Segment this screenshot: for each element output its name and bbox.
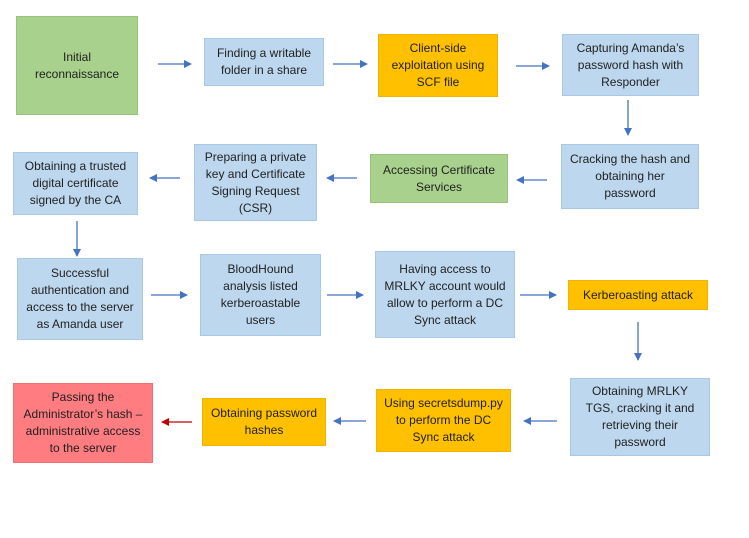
step-crack-hash: Cracking the hash and obtaining her pass… (561, 144, 699, 209)
step-label: Obtaining MRLKY TGS, cracking it and ret… (585, 384, 695, 449)
step-label: Using secretsdump.py to perform the DC S… (384, 396, 503, 444)
step-label: Cracking the hash and obtaining her pass… (569, 152, 691, 200)
step-certificate-services: Accessing Certificate Services (370, 154, 508, 203)
step-label: Successful authentication and access to … (26, 266, 134, 331)
step-scf-exploitation: Client-side exploitation using SCF file (378, 34, 498, 97)
step-mrlky-tgs: Obtaining MRLKY TGS, cracking it and ret… (570, 378, 710, 456)
step-password-hashes: Obtaining password hashes (202, 398, 326, 446)
step-kerberoasting: Kerberoasting attack (568, 280, 708, 310)
step-label: Obtaining password hashes (210, 406, 318, 437)
step-label: Accessing Certificate Services (382, 162, 496, 194)
step-label: Kerberoasting attack (582, 287, 694, 302)
step-label: Preparing a private key and Certificate … (204, 149, 307, 215)
step-bloodhound-analysis: BloodHound analysis listed kerberoastabl… (200, 254, 321, 336)
step-trusted-certificate: Obtaining a trusted digital certificate … (13, 152, 138, 215)
step-label: Client-side exploitation using SCF file (391, 41, 485, 89)
step-label: BloodHound analysis listed kerberoastabl… (220, 262, 301, 327)
step-authentication-access: Successful authentication and access to … (17, 258, 143, 340)
step-label: Finding a writable folder in a share (216, 46, 312, 77)
step-label: Obtaining a trusted digital certificate … (24, 159, 127, 207)
step-label: Passing the Administrator’s hash – admin… (23, 390, 143, 455)
step-label: Initial reconnaissance (34, 49, 120, 81)
step-pass-the-hash: Passing the Administrator’s hash – admin… (13, 383, 153, 463)
step-initial-reconnaissance: Initial reconnaissance (16, 16, 138, 115)
step-label: Capturing Amanda’s password hash with Re… (576, 40, 685, 89)
step-secretsdump: Using secretsdump.py to perform the DC S… (376, 389, 511, 452)
step-label: Having access to MRLKY account would all… (384, 261, 506, 327)
step-capture-hash: Capturing Amanda’s password hash with Re… (562, 34, 699, 96)
step-mrlky-access: Having access to MRLKY account would all… (375, 251, 515, 338)
step-private-key-csr: Preparing a private key and Certificate … (194, 144, 317, 221)
step-writable-folder: Finding a writable folder in a share (204, 38, 324, 86)
